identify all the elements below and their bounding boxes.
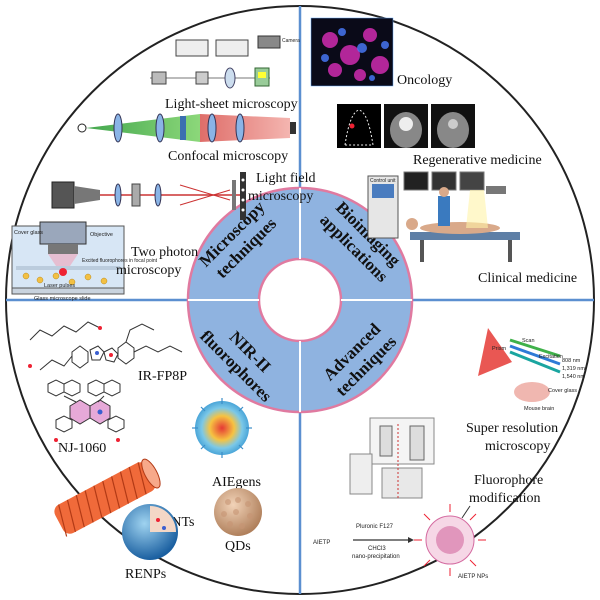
label-oncology: Oncology [397, 73, 452, 88]
ir-fp8p-structure [28, 321, 183, 371]
two-photon-illustration: Cover glass Objective Excited fluorophor… [11, 221, 158, 302]
svg-text:AIETP NPs: AIETP NPs [458, 574, 488, 580]
label-confocal: Confocal microscopy [168, 149, 288, 164]
svg-text:nano-precipitation: nano-precipitation [352, 554, 400, 560]
label-fluorophore-2: modification [469, 491, 541, 506]
label-super-resolution-2: microscopy [485, 439, 550, 454]
svg-text:Scan: Scan [522, 338, 535, 344]
swcnt-illustration [54, 458, 161, 537]
svg-text:Camera: Camera [282, 38, 300, 44]
regenerative-medicine-images [337, 104, 475, 148]
svg-text:Cover glass: Cover glass [548, 388, 577, 394]
svg-text:Mouse brain: Mouse brain [524, 406, 554, 412]
oncology-image [310, 17, 394, 87]
label-clinical: Clinical medicine [478, 271, 577, 286]
label-super-resolution-1: Super resolution [466, 421, 558, 436]
confocal-illustration [77, 113, 296, 143]
svg-text:Cover glass: Cover glass [14, 230, 43, 236]
svg-text:1,540 nm: 1,540 nm [562, 374, 585, 380]
label-nj-1060: NJ-1060 [58, 441, 106, 456]
label-ir-fp8p: IR-FP8P [138, 369, 187, 384]
label-regenerative: Regenerative medicine [413, 153, 542, 168]
svg-text:Control unit: Control unit [370, 178, 396, 184]
renps-illustration [122, 504, 178, 560]
svg-text:CHCl3: CHCl3 [368, 546, 386, 552]
aiegens-illustration [192, 398, 252, 458]
nj-1060-structure [47, 379, 125, 442]
microscope-schematic [349, 417, 435, 499]
label-aiegens: AIEgens [212, 475, 261, 490]
fluorophore-modification-illustration: Pluronic F127 CHCl3 nano-precipitation A… [313, 504, 488, 580]
light-field-illustration [51, 172, 246, 220]
label-fluorophore-1: Fluorophore [474, 473, 543, 488]
svg-text:AIETP: AIETP [313, 540, 330, 546]
svg-text:Pluronic F127: Pluronic F127 [356, 524, 394, 530]
svg-text:808 nm: 808 nm [562, 358, 581, 364]
svg-text:Prism: Prism [492, 346, 506, 352]
label-qds: QDs [225, 539, 251, 554]
svg-text:Excitation: Excitation [539, 354, 563, 360]
svg-text:Excited fluorophores in focal: Excited fluorophores in focal point [82, 258, 158, 264]
qds-illustration [214, 488, 262, 536]
ring-hole [257, 257, 343, 343]
label-two-photon-1: Two photon [131, 245, 198, 260]
svg-text:Objective: Objective [90, 232, 113, 238]
label-light-field-1: Light field [256, 171, 316, 186]
light-sheet-illustration: Camera [150, 35, 300, 89]
svg-text:1,319 nm: 1,319 nm [562, 366, 585, 372]
clinical-medicine-illustration: Control unit [367, 171, 520, 262]
label-renps: RENPs [125, 567, 166, 582]
super-resolution-illustration: Excitation 808 nm 1,319 nm 1,540 nm Pris… [478, 328, 585, 412]
svg-text:Laser pulses: Laser pulses [44, 283, 75, 289]
label-two-photon-2: microscopy [116, 263, 181, 278]
label-light-sheet: Light-sheet microscopy [165, 97, 298, 112]
label-light-field-2: microscopy [248, 189, 313, 204]
svg-text:Glass microscope slide: Glass microscope slide [34, 296, 91, 302]
